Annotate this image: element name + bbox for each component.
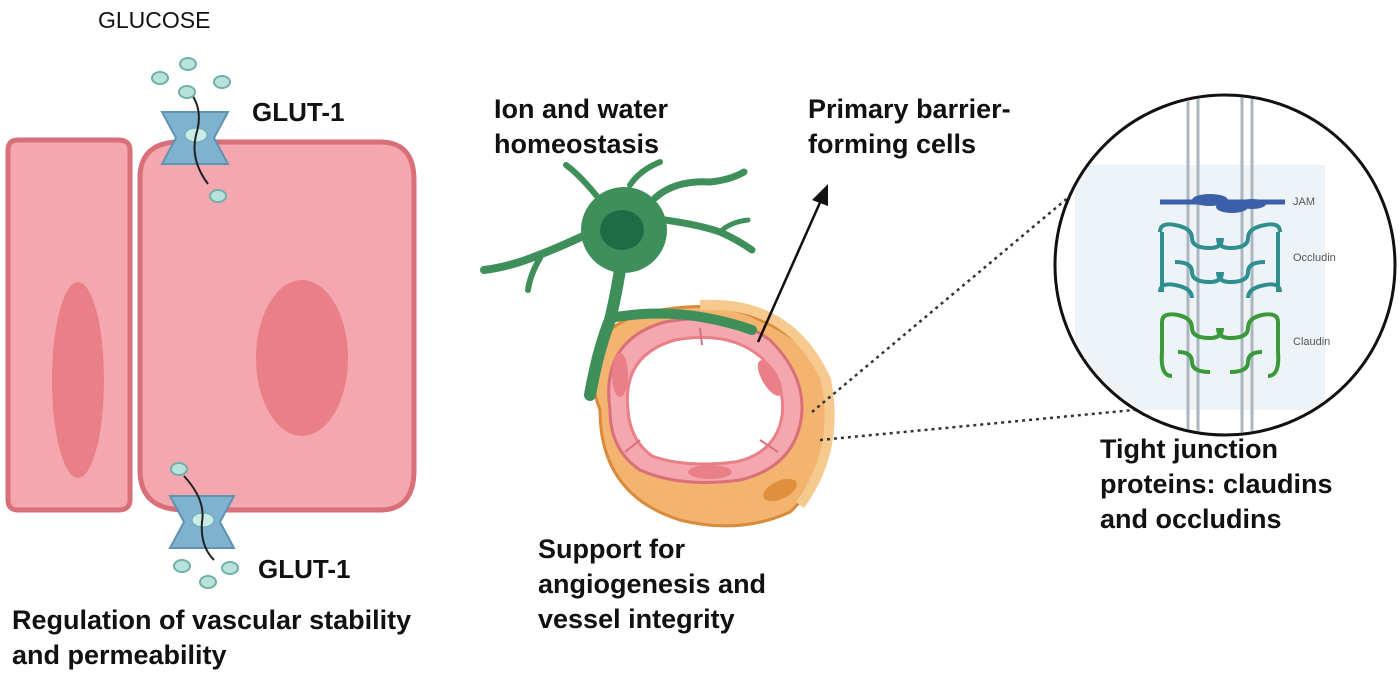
glut1-bottom-label: GLUT-1 — [258, 554, 351, 584]
glucose-molecule-icon — [151, 57, 231, 203]
nucleus-right — [256, 280, 348, 436]
glut1-transporter-icon — [160, 91, 230, 185]
occludin-label: Occludin — [1293, 252, 1336, 264]
glucose-molecule-icon — [170, 462, 239, 589]
glucose-label: GLUCOSE — [98, 7, 211, 33]
magnifier-line-top — [811, 185, 1083, 413]
jam-label: JAM — [1293, 196, 1315, 208]
glut1-top-label: GLUT-1 — [252, 97, 345, 127]
support-angiogenesis-label: Support for angiogenesis and vessel inte… — [538, 534, 767, 634]
ion-water-label: Ion and water homeostasis — [494, 94, 669, 159]
glut1-transporter-icon — [168, 475, 236, 561]
primary-barrier-label: Primary barrier-forming cells — [808, 94, 1011, 159]
claudin-label: Claudin — [1293, 336, 1331, 348]
blood-vessel-cross-section-icon — [590, 299, 835, 528]
astrocyte-icon — [480, 159, 757, 401]
tight-junction-magnifier-icon — [1053, 93, 1397, 437]
arrow-to-barrier-cells — [756, 184, 828, 343]
endothelial-cell-right — [137, 139, 417, 513]
nucleus-left — [52, 282, 104, 478]
endothelial-cell-left — [5, 137, 133, 513]
tight-junction-label: Tight junction proteins: claudins and oc… — [1100, 434, 1333, 534]
regulation-label: Regulation of vascular stability and per… — [12, 605, 412, 670]
